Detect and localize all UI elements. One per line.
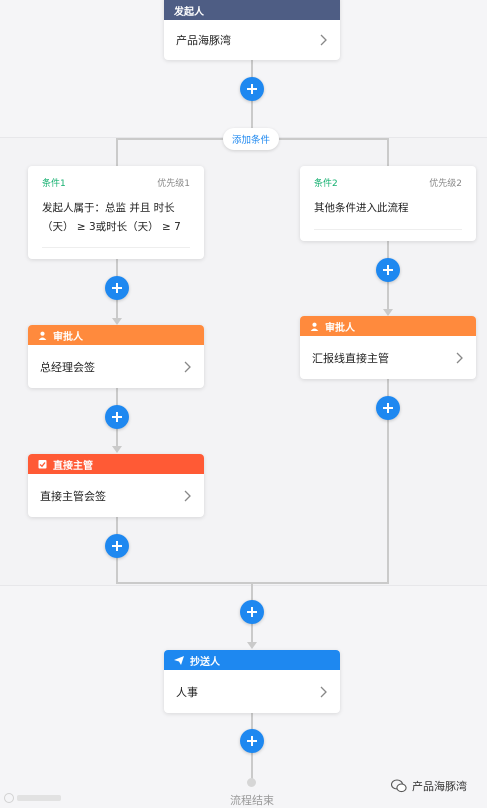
chevron-right-icon (184, 490, 191, 501)
plus-icon (112, 283, 122, 293)
add-node-button[interactable] (105, 276, 129, 300)
wechat-icon (391, 779, 407, 793)
plus-icon (112, 541, 122, 551)
condition-divider (314, 229, 462, 230)
arrow-down (112, 446, 122, 453)
arrow-down (247, 642, 257, 649)
add-condition-button[interactable]: 添加条件 (223, 128, 279, 150)
add-node-button[interactable] (105, 405, 129, 429)
connector-line (116, 138, 118, 166)
condition-divider (42, 247, 190, 248)
approver-card[interactable]: 审批人 总经理会签 (28, 325, 204, 388)
approver-card[interactable]: 审批人 汇报线直接主管 (300, 316, 476, 379)
cc-card[interactable]: 抄送人 人事 (164, 650, 340, 713)
end-label: 流程结束 (230, 794, 274, 807)
add-node-button[interactable] (240, 77, 264, 101)
arrow-down (112, 318, 122, 325)
arrow-down (383, 309, 393, 316)
condition-text-line: 其他条件进入此流程 (314, 202, 409, 214)
add-node-button[interactable] (240, 600, 264, 624)
user-icon (310, 322, 319, 331)
manager-card-text: 直接主管会签 (40, 489, 106, 503)
manager-card-header: 直接主管 (28, 454, 204, 474)
add-node-button[interactable] (376, 258, 400, 282)
condition-text-line: 发起人属于：总监 并且 时长 (42, 202, 175, 214)
initiator-card-text: 产品海豚湾 (176, 34, 231, 47)
plus-icon (247, 84, 257, 94)
connector-line (116, 582, 389, 584)
plus-icon (247, 607, 257, 617)
chevron-right-icon (320, 34, 327, 46)
initiator-card-header: 发起人 (164, 0, 340, 20)
clipboard-icon (38, 459, 47, 469)
add-condition-label: 添加条件 (231, 135, 270, 146)
watermark-text: 产品海豚湾 (412, 780, 467, 793)
send-icon (174, 655, 184, 665)
manager-header-label: 直接主管 (53, 460, 93, 472)
end-node-dot (247, 778, 256, 787)
cc-card-header: 抄送人 (164, 650, 340, 670)
approver-header-label: 审批人 (53, 331, 83, 343)
plus-icon (247, 736, 257, 746)
chevron-right-icon (456, 352, 463, 363)
condition-title: 条件2 (314, 179, 338, 189)
approver-card-header: 审批人 (28, 325, 204, 345)
cc-header-label: 抄送人 (190, 656, 220, 668)
approver-card-header: 审批人 (300, 316, 476, 336)
initiator-header-label: 发起人 (174, 6, 204, 18)
user-icon (38, 331, 47, 340)
condition-text-line: （天） ≥ 3或时长（天） ≥ 7 (42, 221, 181, 233)
add-node-button[interactable] (105, 534, 129, 558)
chevron-right-icon (320, 686, 327, 697)
approver-card-text: 总经理会签 (40, 360, 95, 374)
plus-icon (383, 265, 393, 275)
condition-priority: 优先级2 (429, 179, 462, 189)
approver-card-text: 汇报线直接主管 (312, 351, 389, 365)
connector-line (387, 379, 389, 584)
condition-card-1[interactable]: 条件1 优先级1 发起人属于：总监 并且 时长 （天） ≥ 3或时长（天） ≥ … (28, 166, 204, 259)
manager-card[interactable]: 直接主管 直接主管会签 (28, 454, 204, 517)
watermark-logo-icon (4, 792, 64, 807)
condition-card-2[interactable]: 条件2 优先级2 其他条件进入此流程 (300, 166, 476, 241)
watermark: 产品海豚湾 (391, 778, 467, 794)
cc-card-text: 人事 (176, 685, 198, 699)
chevron-right-icon (184, 361, 191, 372)
plus-icon (112, 412, 122, 422)
condition-priority: 优先级1 (157, 179, 190, 189)
condition-title: 条件1 (42, 179, 66, 189)
approver-header-label: 审批人 (325, 322, 355, 334)
add-node-button[interactable] (376, 396, 400, 420)
initiator-card[interactable]: 发起人 产品海豚湾 (164, 0, 340, 60)
add-node-button[interactable] (240, 729, 264, 753)
connector-line (387, 138, 389, 166)
plus-icon (383, 403, 393, 413)
